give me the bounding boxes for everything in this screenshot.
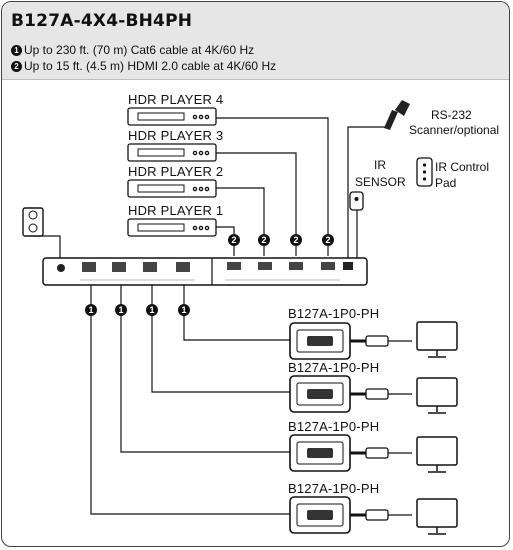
hdmi-marker-player-4: 2 [322,234,334,246]
ir-sensor-icon [349,191,364,211]
receiver-2-label: B127A-1P0-PH [288,360,380,375]
cat6-cable-3 [120,285,290,453]
ir-control-pad-icon [416,157,433,187]
receiver-2-device [289,375,412,413]
ir-pad-label-line1: IR Control [435,160,490,174]
cat6-cable-2 [151,285,290,393]
header-panel: B127A-4X4-BH4PH 1 Up to 230 ft. (70 m) C… [2,2,509,80]
matrix-switch-device [42,257,368,286]
receiver-1-label: B127A-1P0-PH [288,306,380,321]
player-3-label: HDR PLAYER 3 [128,128,224,143]
ir-pad-label-line2: Pad [435,176,457,190]
hdr-player-2-device [127,179,217,198]
barcode-scanner-icon [384,100,410,130]
receiver-3-device [289,434,412,472]
svg-text:2: 2 [231,235,236,245]
svg-text:1: 1 [118,305,123,315]
monitor-4-icon [416,498,458,535]
cat6-marker-3: 1 [146,304,158,316]
svg-text:2: 2 [261,235,266,245]
cat6-marker: 1 [11,44,22,56]
note-hdmi: 2 Up to 15 ft. (4.5 m) HDMI 2.0 cable at… [11,59,276,73]
cat6-marker-4: 1 [178,304,190,316]
note-cat6-text: Up to 230 ft. (70 m) Cat6 cable at 4K/60… [24,43,255,57]
svg-text:1: 1 [88,305,93,315]
note-cat6: 1 Up to 230 ft. (70 m) Cat6 cable at 4K/… [11,43,254,57]
svg-text:2: 2 [325,235,330,245]
power-cable [34,235,61,258]
player-4-label: HDR PLAYER 4 [128,92,224,107]
power-outlet-icon [22,207,44,237]
player-1-label: HDR PLAYER 1 [128,203,224,218]
monitor-1-icon [416,321,458,358]
monitor-2-icon [416,377,458,414]
receiver-1-device [289,322,412,360]
monitor-3-icon [416,436,458,473]
cable-player-4 [214,117,329,256]
receiver-3-label: B127A-1P0-PH [288,419,380,434]
cable-player-3 [214,152,297,256]
cable-player-2 [214,187,265,256]
cat6-marker-1: 1 [85,304,97,316]
product-title: B127A-4X4-BH4PH [11,11,193,31]
rs232-label-line2: Scanner/optional [409,123,500,137]
hdmi-marker: 2 [11,60,22,72]
svg-text:1: 1 [149,305,154,315]
cat6-marker-2: 1 [115,304,127,316]
rs232-label-line1: RS-232 [431,108,472,122]
receiver-4-label: B127A-1P0-PH [288,481,380,496]
ir-sensor-label-line2: SENSOR [355,175,406,189]
hdmi-marker-player-1: 2 [228,234,240,246]
rs232-cable [347,126,385,258]
player-2-label: HDR PLAYER 2 [128,164,224,179]
hdr-player-4-device [127,107,217,126]
hdmi-marker-player-2: 2 [258,234,270,246]
svg-text:1: 1 [181,305,186,315]
note-hdmi-text: Up to 15 ft. (4.5 m) HDMI 2.0 cable at 4… [24,59,277,73]
receiver-4-device [289,496,412,534]
cat6-cable-4 [90,285,290,515]
ir-sensor-label-line1: IR [374,158,386,172]
cable-player-1 [214,226,235,256]
hdr-player-3-device [127,143,217,162]
cat6-cable-1 [183,285,290,341]
svg-text:2: 2 [293,235,298,245]
hdmi-marker-player-3: 2 [290,234,302,246]
hdr-player-1-device [127,218,217,237]
